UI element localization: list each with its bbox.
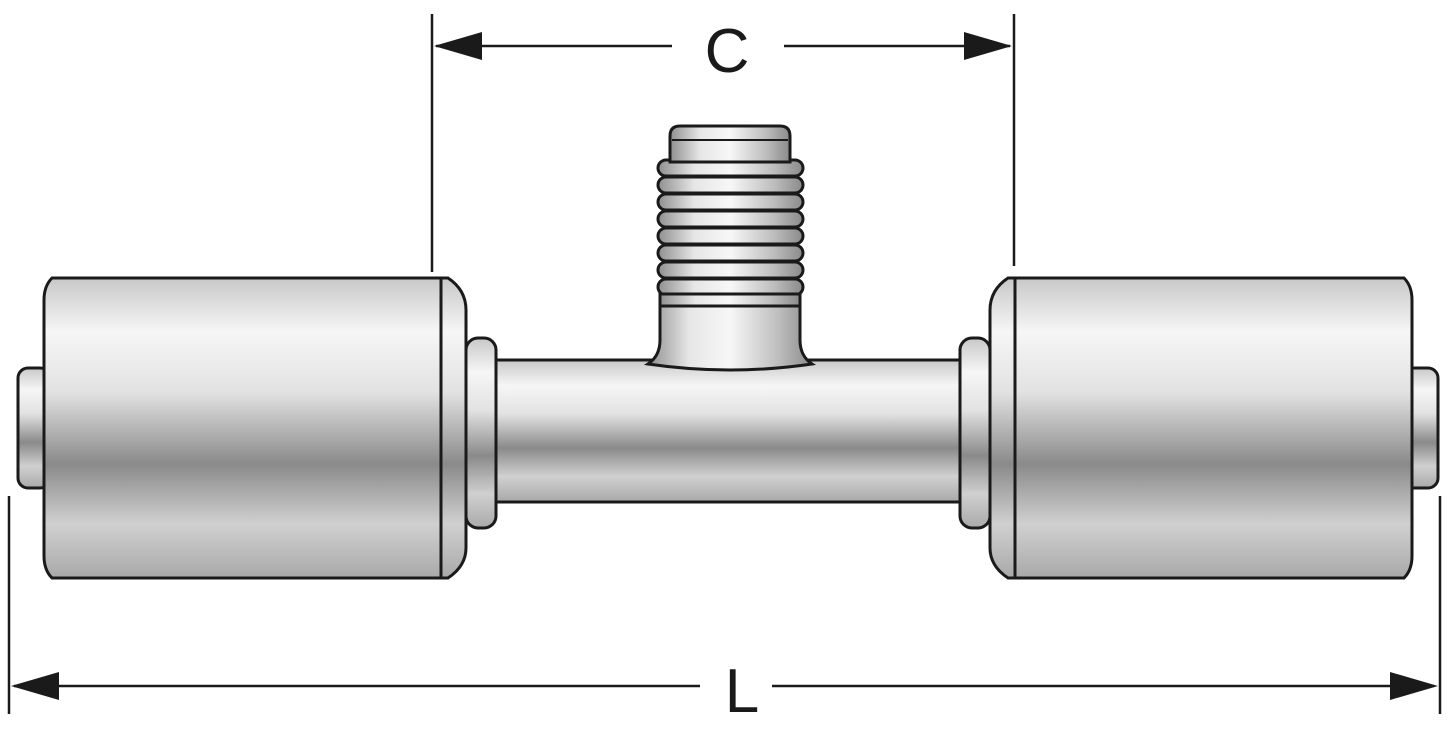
tee-fitting <box>16 124 1440 580</box>
l-label: L <box>725 657 759 726</box>
c-arrow-right <box>964 32 1012 60</box>
c-label: C <box>705 17 750 86</box>
service-port-threads <box>656 158 805 308</box>
l-arrow-right <box>1390 672 1438 700</box>
service-port-base <box>643 304 817 372</box>
l-arrow-left <box>11 672 59 700</box>
right-ferrule <box>988 276 1414 580</box>
service-port-tip <box>668 124 792 164</box>
center-tube <box>486 358 970 504</box>
dimension-l: L <box>7 496 1442 726</box>
right-collar <box>958 336 992 530</box>
c-arrow-left <box>434 32 482 60</box>
left-collar <box>464 336 498 530</box>
dimension-c: C <box>430 14 1016 272</box>
left-ferrule <box>42 276 468 580</box>
